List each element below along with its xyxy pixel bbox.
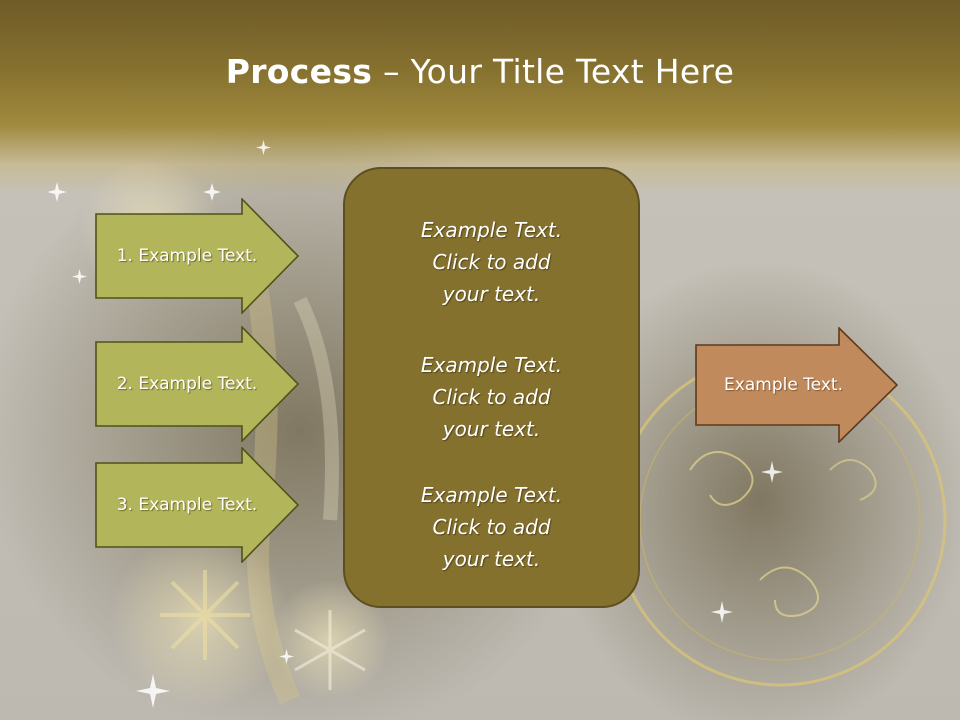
process-item-2-line1: Example Text. [420,353,563,377]
step-arrow-3[interactable]: 3. Example Text. [95,447,300,563]
ribbon-icon [293,296,339,521]
process-item-1-line2: Click to add [432,250,551,274]
arrow-right-icon [695,327,899,443]
snowflake-icon [294,610,366,690]
step-label-3: 3. Example Text. [116,495,258,515]
process-item-3[interactable]: Example Text. Click to add your text. [345,479,638,575]
sparkle-icon [47,140,783,708]
slide-title: Process – Your Title Text Here [0,52,960,91]
process-item-1-line3: your text. [442,282,541,306]
flower-icon [160,570,250,660]
step-arrow-2[interactable]: 2. Example Text. [95,326,300,442]
result-arrow[interactable]: Example Text. [695,327,900,443]
process-item-2-line3: your text. [442,417,541,441]
process-item-1[interactable]: Example Text. Click to add your text. [345,214,638,310]
process-item-2-line2: Click to add [432,385,551,409]
process-box[interactable]: Example Text. Click to add your text. Ex… [343,167,640,608]
swirl-icon [689,451,754,506]
step-arrow-1[interactable]: 1. Example Text. [95,198,300,314]
title-rest: – Your Title Text Here [372,52,735,91]
process-item-3-line1: Example Text. [420,483,563,507]
step-label-1: 1. Example Text. [116,246,258,266]
arrow-right-icon [95,198,300,314]
arrow-right-icon [95,447,300,563]
swirl-icon [829,459,877,501]
step-label-2: 2. Example Text. [116,374,258,394]
process-item-3-line2: Click to add [432,515,551,539]
title-bold: Process [225,52,373,91]
process-item-3-line3: your text. [442,547,541,571]
arrow-right-icon [95,326,300,442]
process-item-2[interactable]: Example Text. Click to add your text. [345,349,638,445]
swirl-icon [759,566,819,617]
result-label: Example Text. [724,375,843,395]
process-item-1-line1: Example Text. [420,218,563,242]
